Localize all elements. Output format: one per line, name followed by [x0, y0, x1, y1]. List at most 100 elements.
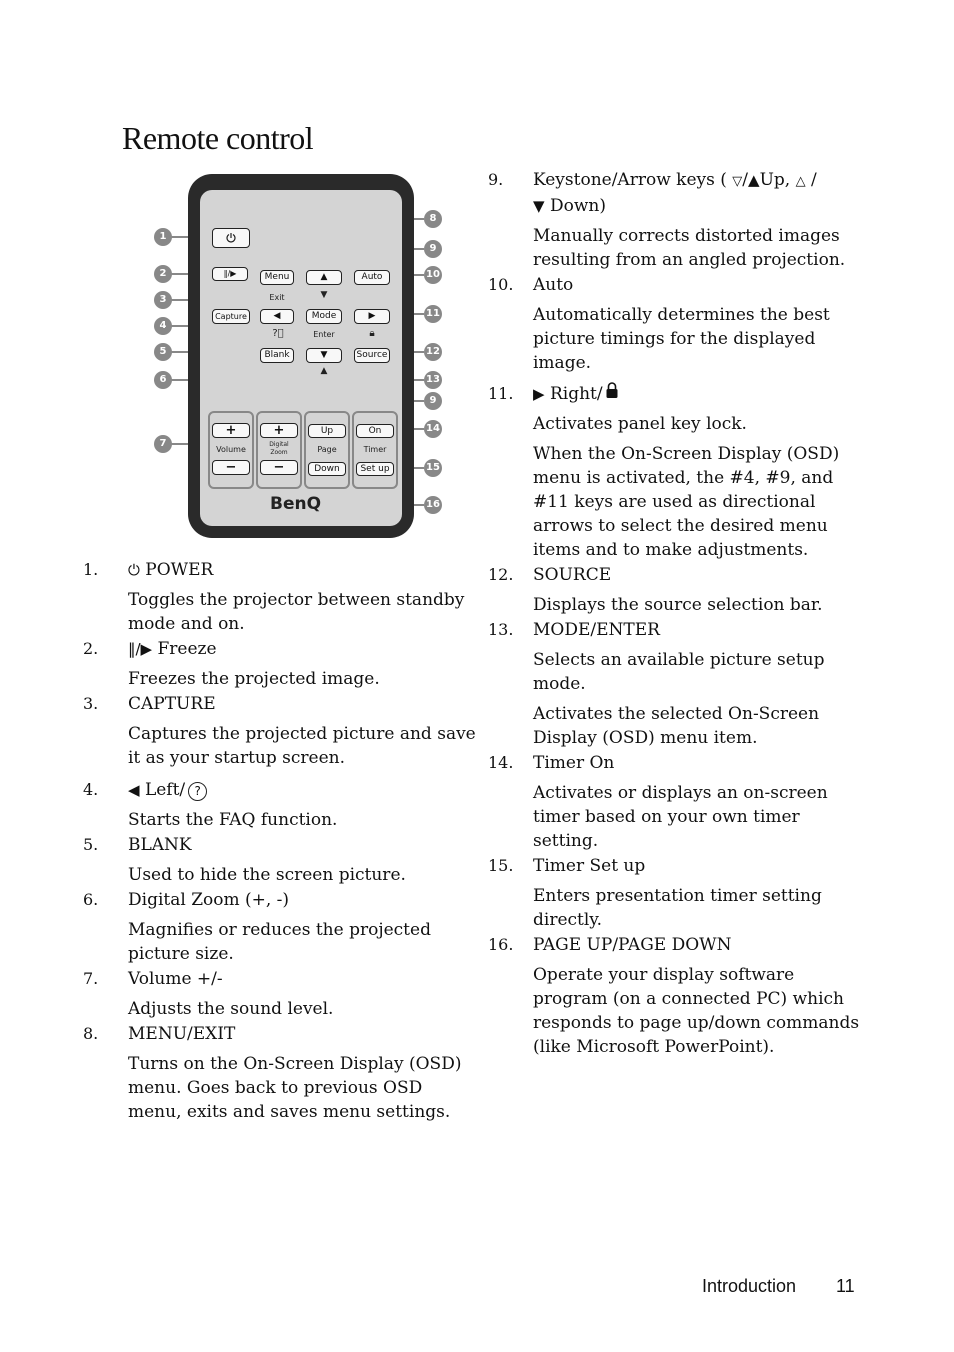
lock-icon: 🔒︎	[369, 328, 375, 339]
item-number: 11.	[488, 384, 514, 403]
timer-on-button: On	[356, 424, 394, 438]
callout-11: 11	[424, 305, 442, 323]
list-item: 13. MODE/ENTER Selects an available pict…	[488, 618, 860, 750]
item-title: Digital Zoom (+, -)	[128, 890, 290, 910]
list-item: 14. Timer On Activates or displays an on…	[488, 751, 860, 853]
item-description: Captures the projected picture and save …	[128, 724, 476, 768]
remote-body: ‖/▶ Menu Exit ▲ ▼ Auto Capture ◀	[188, 174, 414, 538]
item-title: MENU/EXIT	[128, 1024, 236, 1044]
item-title: POWER	[145, 560, 214, 580]
up-triangle-icon: ▲	[748, 171, 760, 189]
digital-zoom-label-line1: Digital	[269, 441, 289, 448]
callout-9-top: 9	[424, 240, 442, 258]
item-title: CAPTURE	[128, 694, 216, 714]
zoom-plus-button: +	[260, 423, 298, 438]
item-title-part: Up,	[759, 170, 791, 190]
page-up-button: Up	[308, 424, 346, 438]
question-circle-icon: ?⃝	[272, 328, 284, 339]
list-item: 12. SOURCE Displays the source selection…	[488, 563, 860, 617]
item-number: 3.	[83, 694, 99, 713]
item-number: 2.	[83, 639, 99, 658]
item-title-part: Down)	[549, 196, 606, 216]
item-number: 14.	[488, 753, 514, 772]
power-icon: ⏻	[128, 561, 140, 579]
remote-power-button	[212, 228, 250, 248]
item-number: 10.	[488, 275, 514, 294]
item-description: Manually corrects distorted images resul…	[533, 226, 846, 270]
list-item: 3. CAPTURE Captures the projected pictur…	[83, 692, 478, 770]
item-title: Left/	[144, 780, 186, 800]
down-triangle-icon: ▼	[533, 197, 545, 215]
item-description: Activates panel key lock.	[533, 414, 747, 434]
item-number: 16.	[488, 935, 514, 954]
page-down-button: Down	[308, 462, 346, 476]
page-down-label: Down	[314, 464, 340, 474]
item-description: Turns on the On-Screen Display (OSD) men…	[128, 1054, 462, 1122]
item-title: Right/	[549, 384, 603, 404]
lock-icon	[606, 382, 618, 398]
callout-3: 3	[154, 291, 172, 309]
left-triangle-icon: ◀	[273, 311, 281, 321]
item-title: Auto	[533, 275, 574, 295]
question-circle-icon: ?	[188, 782, 208, 801]
item-number: 9.	[488, 170, 504, 189]
footer-page-number: 11	[836, 1276, 855, 1296]
brand-logo: BenQ	[270, 494, 322, 514]
item-number: 13.	[488, 620, 514, 639]
remote-control-figure: ‖/▶ Menu Exit ▲ ▼ Auto Capture ◀	[150, 170, 450, 542]
remote-auto-label: Auto	[361, 272, 383, 282]
remote-mode-label: Mode	[311, 311, 337, 321]
left-description-list: 1. ⏻ POWER Toggles the projector between…	[83, 558, 478, 1125]
remote-up-button: ▲	[306, 270, 342, 285]
item-description: Selects an available picture setup mode.	[533, 650, 825, 694]
callout-2: 2	[154, 265, 172, 283]
item-number: 1.	[83, 560, 99, 579]
item-title: Timer On	[533, 753, 615, 773]
timer-setup-button: Set up	[356, 462, 394, 476]
trapezoid-up-icon: ▲	[320, 366, 328, 376]
remote-blank-label: Blank	[264, 350, 290, 360]
remote-face: ‖/▶ Menu Exit ▲ ▼ Auto Capture ◀	[200, 190, 402, 526]
item-title: MODE/ENTER	[533, 620, 660, 640]
item-description: When the On-Screen Display (OSD) menu is…	[533, 444, 840, 560]
item-number: 15.	[488, 856, 514, 875]
power-icon	[226, 233, 236, 243]
callout-13: 13	[424, 371, 442, 389]
item-number: 5.	[83, 835, 99, 854]
item-description: Automatically determines the best pictur…	[533, 305, 830, 373]
list-item: 1. ⏻ POWER Toggles the projector between…	[83, 558, 478, 636]
digital-zoom-label-line2: Zoom	[270, 449, 288, 456]
remote-freeze-button: ‖/▶	[212, 267, 248, 281]
item-description: Starts the FAQ function.	[128, 810, 338, 830]
remote-menu-button: Menu	[260, 270, 294, 285]
item-description: Used to hide the screen picture.	[128, 865, 406, 885]
item-description: Enters presentation timer setting direct…	[533, 886, 822, 930]
remote-menu-label: Menu	[264, 272, 290, 282]
volume-group	[208, 411, 254, 489]
callout-12: 12	[424, 343, 442, 361]
callout-5: 5	[154, 343, 172, 361]
volume-minus-button: −	[212, 460, 250, 475]
zoom-minus-button: −	[260, 460, 298, 475]
pause-play-icon: ‖/▶	[223, 269, 237, 278]
callout-7: 7	[154, 435, 172, 453]
item-number: 8.	[83, 1024, 99, 1043]
timer-label: Timer	[363, 445, 387, 454]
item-number: 12.	[488, 565, 514, 584]
item-number: 7.	[83, 969, 99, 988]
remote-right-button: ▶	[354, 309, 390, 324]
item-title: Freeze	[157, 639, 217, 659]
list-item: 10. Auto Automatically determines the be…	[488, 273, 860, 375]
item-description: Freezes the projected image.	[128, 669, 380, 689]
item-title: PAGE UP/PAGE DOWN	[533, 935, 732, 955]
footer-section-name: Introduction	[702, 1276, 797, 1296]
down-triangle-icon: ▼	[320, 350, 328, 360]
callout-1: 1	[154, 228, 172, 246]
remote-blank-button: Blank	[260, 348, 294, 363]
item-description: Magnifies or reduces the projected pictu…	[128, 920, 431, 964]
item-number: 4.	[83, 780, 99, 799]
item-description: Adjusts the sound level.	[128, 999, 334, 1019]
timer-group	[352, 411, 398, 489]
page-group	[304, 411, 350, 489]
up-triangle-icon: ▲	[320, 272, 328, 282]
